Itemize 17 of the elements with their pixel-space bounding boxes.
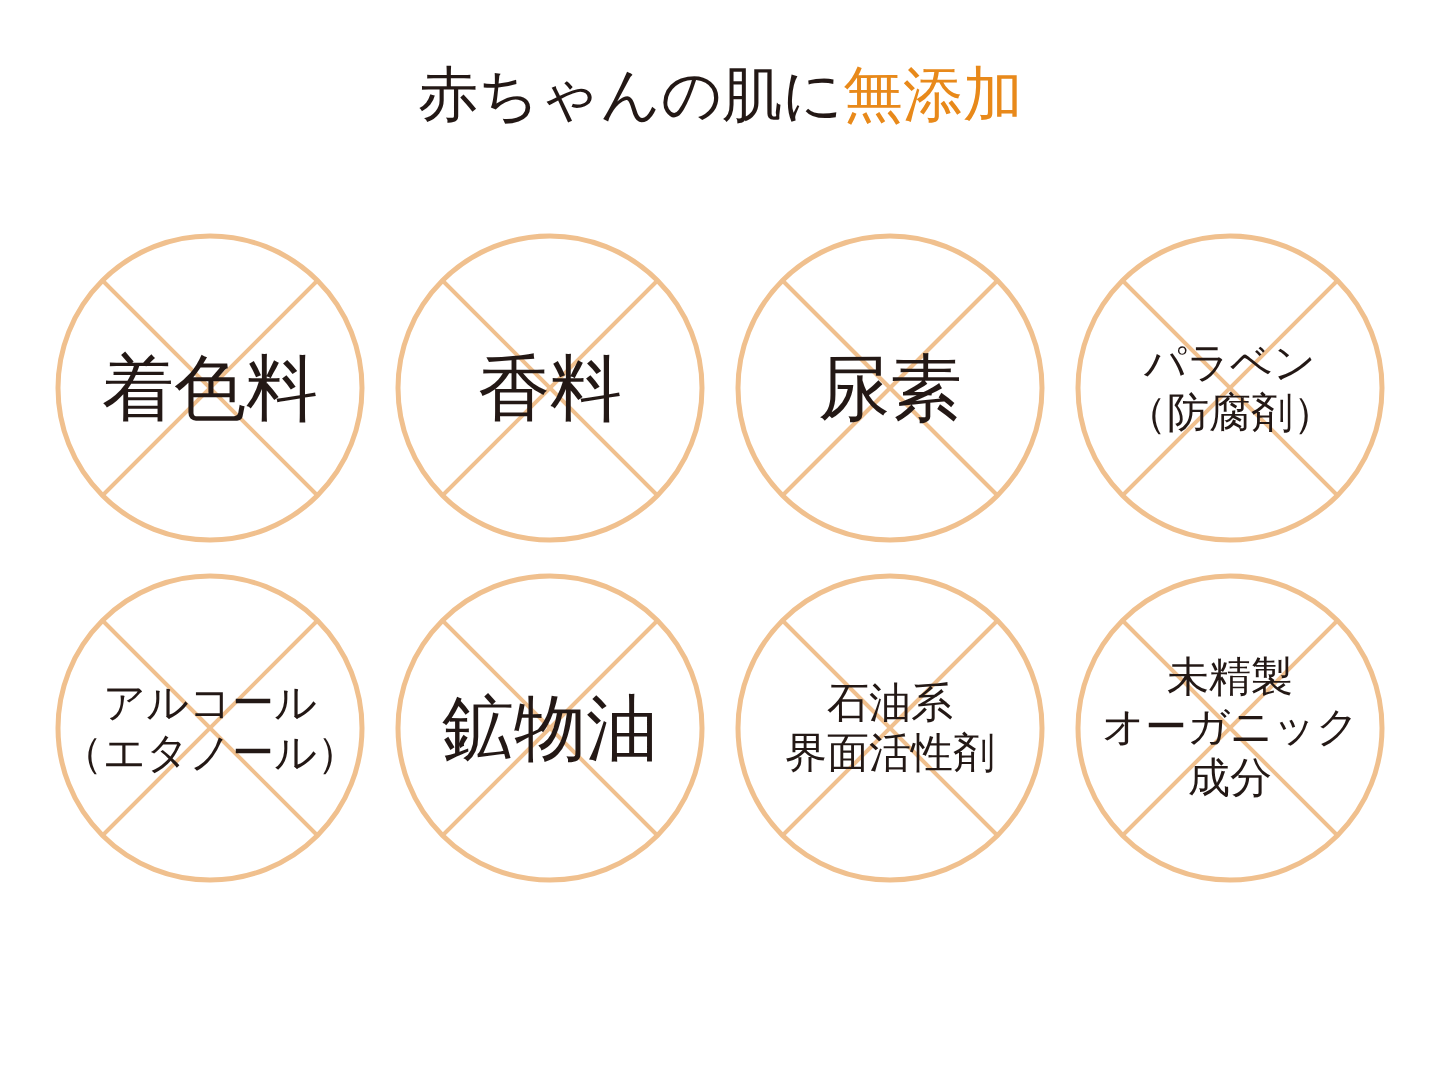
item-label: 着色料 xyxy=(101,344,319,432)
crossed-circle xyxy=(1074,232,1386,544)
item-label: 香料 xyxy=(477,344,623,432)
item-label: 石油系界面活性剤 xyxy=(784,677,996,779)
crossed-circle xyxy=(1074,572,1386,884)
item-label: 尿素 xyxy=(817,344,963,432)
crossed-circle xyxy=(54,232,366,544)
crossed-circle xyxy=(54,572,366,884)
crossed-circle xyxy=(394,232,706,544)
item-label: 鉱物油 xyxy=(441,684,659,772)
crossed-circle xyxy=(734,572,1046,884)
crossed-circle xyxy=(734,232,1046,544)
item-label: パラベン（防腐剤） xyxy=(1124,337,1336,439)
item-label: アルコール（エタノール） xyxy=(60,677,360,779)
crossed-circle xyxy=(394,572,706,884)
title: 赤ちゃんの肌に無添加 xyxy=(416,58,1024,130)
item-label: 未精製オーガニック成分 xyxy=(1100,652,1360,804)
